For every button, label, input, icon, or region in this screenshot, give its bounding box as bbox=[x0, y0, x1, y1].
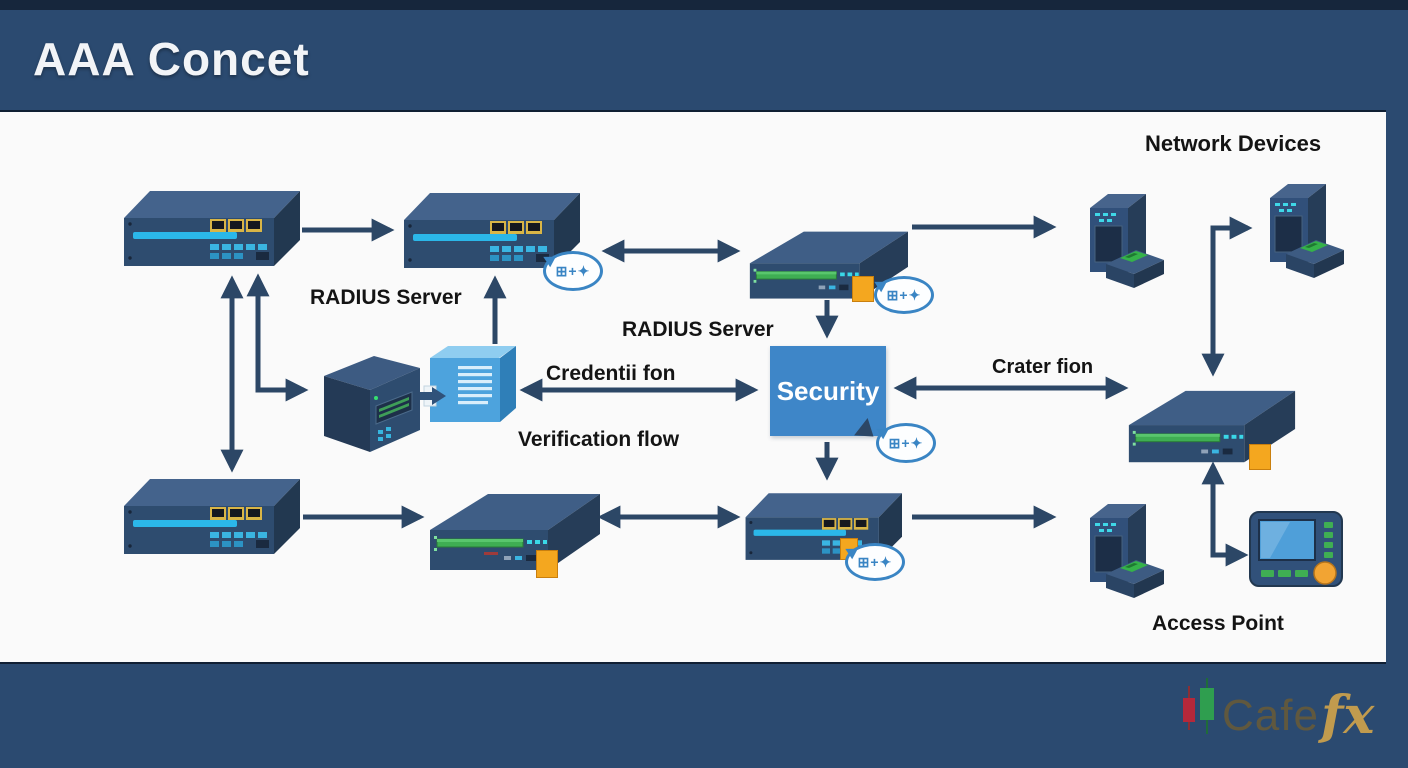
title-banner: AAA Concet bbox=[0, 0, 1408, 112]
label-credential-flow: Credentii fon bbox=[546, 362, 676, 385]
candlestick-icon bbox=[1183, 678, 1214, 734]
appliance-top-right bbox=[742, 226, 914, 306]
appliance-bottom-center bbox=[428, 486, 600, 580]
watermark-brand: Cafe bbox=[1222, 691, 1319, 740]
network-switch-icon bbox=[124, 191, 300, 266]
security-box: Security bbox=[770, 346, 886, 436]
server-tower-icon bbox=[324, 356, 420, 452]
label-verification-flow: Verification flow bbox=[518, 428, 680, 451]
protocol-badge: ⊞+✦ bbox=[845, 543, 905, 581]
orange-module-icon bbox=[536, 550, 558, 578]
label-radius-server-top: RADIUS Server bbox=[310, 286, 462, 309]
watermark: Cafe fx bbox=[1178, 676, 1375, 746]
label-network-devices: Network Devices bbox=[1145, 131, 1322, 156]
badge-glyph-icon: ⊞+✦ bbox=[857, 553, 893, 570]
badge-glyph-icon: ⊞+✦ bbox=[886, 286, 922, 303]
card-terminal-icon bbox=[1270, 184, 1344, 278]
network-switch-icon bbox=[124, 479, 300, 554]
switch-top-left bbox=[120, 186, 300, 272]
credential-document bbox=[420, 346, 516, 436]
card-terminal-icon bbox=[1090, 194, 1164, 288]
label-charter-flow: Crater fion bbox=[992, 356, 1094, 378]
rack-appliance-icon bbox=[749, 231, 908, 299]
protocol-badge: ⊞+✦ bbox=[874, 276, 934, 314]
label-access-point: Access Point bbox=[1152, 612, 1284, 635]
page-title: AAA Concet bbox=[33, 33, 310, 85]
protocol-badge: ⊞+✦ bbox=[543, 251, 603, 291]
card-terminal-icon bbox=[1090, 504, 1164, 598]
rack-appliance-icon bbox=[430, 494, 600, 570]
control-panel bbox=[1248, 500, 1344, 594]
badge-glyph-icon: ⊞+✦ bbox=[555, 262, 591, 279]
watermark-suffix: fx bbox=[1320, 684, 1375, 746]
security-label: Security bbox=[776, 375, 880, 406]
radius-server-tower bbox=[316, 348, 428, 456]
badge-glyph-icon: ⊞+✦ bbox=[888, 434, 924, 451]
switch-top-center bbox=[400, 188, 580, 274]
label-radius-server-mid: RADIUS Server bbox=[622, 318, 774, 341]
orange-module-icon bbox=[1249, 444, 1271, 470]
display-panel-icon bbox=[1249, 511, 1343, 587]
terminal-bottom bbox=[1078, 496, 1166, 602]
network-switch-icon bbox=[404, 193, 580, 268]
protocol-badge: ⊞+✦ bbox=[876, 423, 936, 463]
terminal-top-2 bbox=[1258, 176, 1346, 282]
terminal-top-1 bbox=[1078, 186, 1166, 292]
document-icon bbox=[420, 346, 516, 422]
switch-bottom-left bbox=[120, 474, 300, 560]
